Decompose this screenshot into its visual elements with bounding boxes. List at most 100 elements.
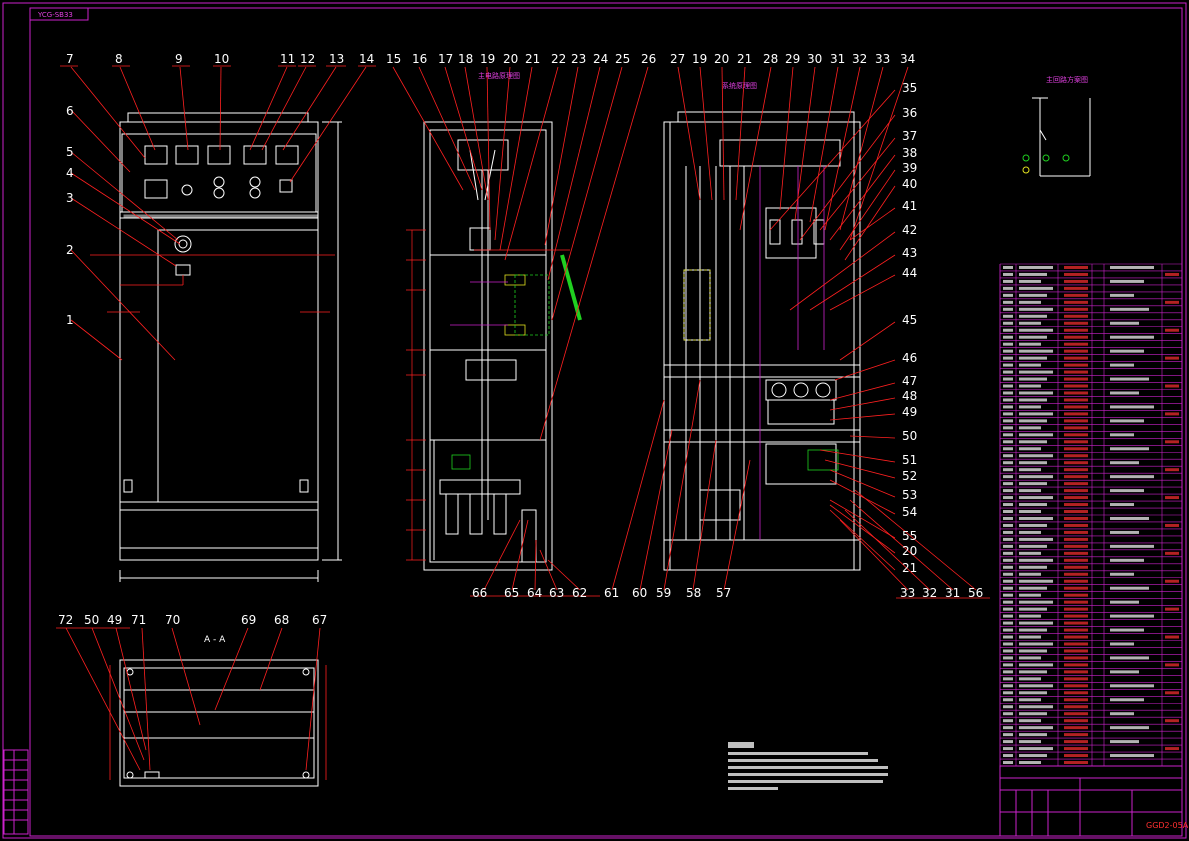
table-cell-name bbox=[1064, 593, 1088, 597]
table-cell-name bbox=[1064, 412, 1088, 416]
front-leaders bbox=[60, 65, 376, 361]
table-cell-index bbox=[1003, 279, 1013, 283]
table-cell-name bbox=[1064, 307, 1088, 311]
table-cell-code bbox=[1019, 398, 1047, 402]
side-callouts: 15 16 17 18 19 20 21 22 23 24 25 26 主电路原… bbox=[386, 52, 656, 600]
front-callouts: 7 8 9 10 11 12 13 14 6 5 4 3 2 1 bbox=[66, 52, 374, 327]
table-cell-index bbox=[1003, 642, 1013, 646]
table-cell-note bbox=[1165, 691, 1179, 695]
table-cell-spec bbox=[1110, 628, 1144, 632]
table-cell-name bbox=[1064, 321, 1088, 325]
table-cell-code bbox=[1019, 475, 1053, 479]
table-cell-spec bbox=[1110, 684, 1154, 688]
table-cell-name bbox=[1064, 370, 1088, 374]
table-cell-name bbox=[1064, 733, 1088, 737]
table-cell-name bbox=[1064, 335, 1088, 339]
callout-label: 16 bbox=[412, 52, 427, 66]
table-cell-code bbox=[1019, 503, 1047, 507]
callout-label: 49 bbox=[107, 613, 122, 627]
table-cell-name bbox=[1064, 523, 1088, 527]
table-cell-index bbox=[1003, 684, 1013, 688]
back-callouts-top: 27 19 20 21 28 29 30 31 32 33 34 系统原理图 bbox=[670, 52, 915, 90]
schematic-label: 系统原理图 bbox=[722, 81, 757, 90]
table-cell-code bbox=[1019, 363, 1041, 367]
table-cell-code bbox=[1019, 621, 1053, 625]
table-cell-spec bbox=[1110, 698, 1144, 702]
table-cell-name bbox=[1064, 356, 1088, 360]
callout-label: 21 bbox=[525, 52, 540, 66]
table-cell-code bbox=[1019, 300, 1041, 304]
callout-label: 56 bbox=[968, 586, 983, 600]
table-cell-code bbox=[1019, 656, 1041, 660]
section-view bbox=[119, 659, 319, 787]
drawing-number: GGD2-05A bbox=[1146, 821, 1189, 830]
table-cell-note bbox=[1165, 523, 1179, 527]
table-cell-name bbox=[1064, 342, 1088, 346]
table-cell-index bbox=[1003, 656, 1013, 660]
table-cell-note bbox=[1165, 468, 1179, 472]
section-leaders bbox=[56, 627, 327, 780]
table-cell-code bbox=[1019, 523, 1047, 527]
table-cell-code bbox=[1019, 419, 1047, 423]
front-view bbox=[119, 112, 342, 582]
table-cell-code bbox=[1019, 761, 1041, 764]
table-cell-note bbox=[1165, 635, 1179, 639]
callout-label: 12 bbox=[300, 52, 315, 66]
table-cell-index bbox=[1003, 517, 1013, 520]
callout-label: 26 bbox=[641, 52, 656, 66]
table-cell-spec bbox=[1110, 447, 1149, 451]
callout-label: 1 bbox=[66, 313, 74, 327]
table-cell-name bbox=[1064, 656, 1088, 660]
callout-label: 9 bbox=[175, 52, 183, 66]
callout-label: 50 bbox=[84, 613, 99, 627]
table-cell-code bbox=[1019, 705, 1053, 709]
table-cell-index bbox=[1003, 454, 1013, 458]
table-cell-name bbox=[1064, 649, 1088, 653]
table-cell-name bbox=[1064, 684, 1088, 688]
circuit-schematic bbox=[1032, 97, 1091, 177]
callout-label: 7 bbox=[66, 52, 74, 66]
table-cell-code bbox=[1019, 335, 1047, 339]
table-cell-spec bbox=[1110, 405, 1154, 409]
table-cell-name bbox=[1064, 272, 1088, 276]
drawing-code-top-left: YCG-SB33 bbox=[37, 11, 73, 19]
bill-of-materials-table bbox=[999, 263, 1183, 767]
table-cell-name bbox=[1064, 705, 1088, 709]
table-cell-index bbox=[1003, 272, 1013, 276]
callout-label: 21 bbox=[902, 561, 917, 575]
callout-label: 38 bbox=[902, 146, 917, 160]
table-cell-spec bbox=[1110, 307, 1149, 311]
table-cell-index bbox=[1003, 530, 1013, 534]
table-cell-code bbox=[1019, 468, 1041, 472]
table-cell-code bbox=[1019, 670, 1047, 674]
table-cell-name bbox=[1064, 447, 1088, 451]
section-label: A - A bbox=[204, 635, 226, 645]
technical-notes bbox=[728, 742, 888, 790]
table-cell-index bbox=[1003, 698, 1013, 702]
callout-label: 61 bbox=[604, 586, 619, 600]
table-cell-code bbox=[1019, 349, 1053, 353]
callout-label: 36 bbox=[902, 106, 917, 120]
callout-label: 63 bbox=[549, 586, 564, 600]
callout-label: 18 bbox=[458, 52, 473, 66]
table-cell-name bbox=[1064, 670, 1088, 674]
callout-label: 30 bbox=[807, 52, 822, 66]
callout-label: 15 bbox=[386, 52, 401, 66]
table-cell-spec bbox=[1110, 475, 1154, 479]
revision-strip bbox=[3, 749, 29, 835]
table-cell-index bbox=[1003, 433, 1013, 437]
table-cell-index bbox=[1003, 593, 1013, 597]
callout-label: 20 bbox=[714, 52, 729, 66]
table-cell-code bbox=[1019, 370, 1053, 374]
table-cell-spec bbox=[1110, 293, 1134, 297]
back-callouts-bottom: 61 60 59 58 57 33 32 31 56 bbox=[604, 586, 990, 600]
callout-label: 44 bbox=[902, 266, 917, 280]
table-cell-name bbox=[1064, 461, 1088, 465]
callout-label: 50 bbox=[902, 429, 917, 443]
table-cell-name bbox=[1064, 328, 1088, 332]
table-cell-note bbox=[1165, 412, 1179, 416]
table-cell-index bbox=[1003, 266, 1013, 269]
table-cell-code bbox=[1019, 635, 1041, 639]
table-cell-code bbox=[1019, 586, 1047, 590]
